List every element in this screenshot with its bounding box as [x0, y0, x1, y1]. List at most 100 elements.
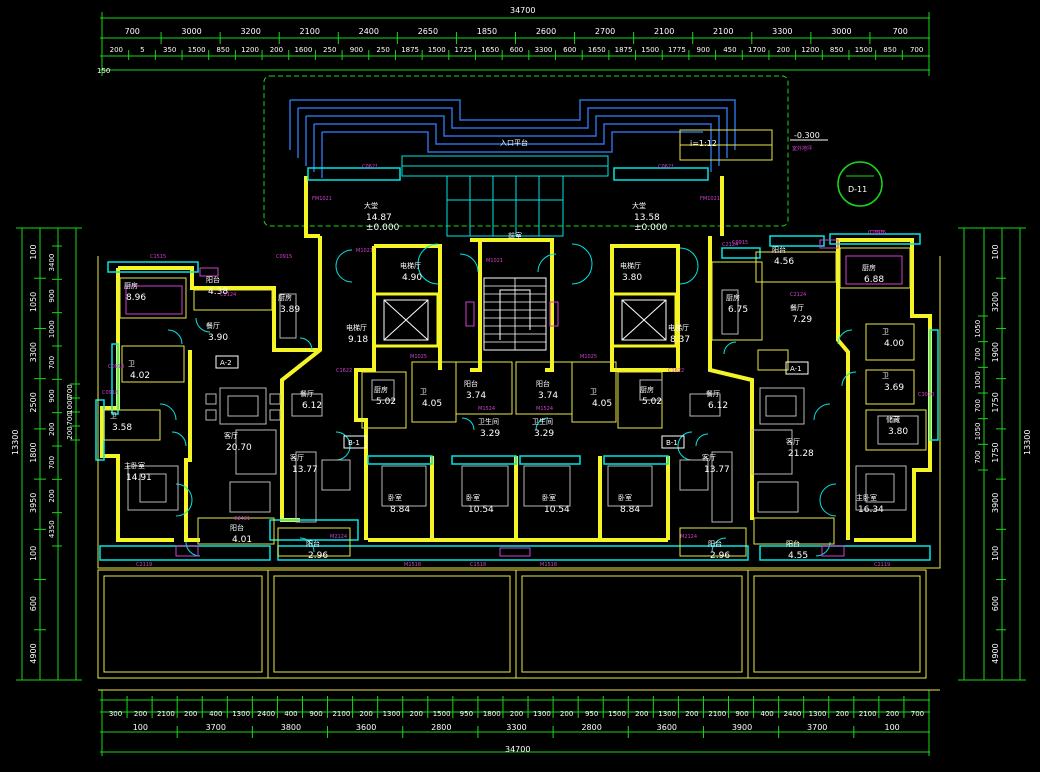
room-area: 3.58 — [112, 423, 132, 433]
dimension-value: 600 — [29, 596, 38, 611]
room-level: ±0.000 — [366, 223, 400, 233]
dimension-value: 3800 — [281, 723, 301, 732]
dimension-value: 3200 — [991, 292, 1000, 312]
dimension-value: 2600 — [536, 27, 556, 36]
room-name: 餐厅 — [300, 389, 314, 398]
dimension-value: 1500 — [608, 710, 626, 718]
dimension-value: 3300 — [29, 342, 38, 362]
dimension-value: 4900 — [991, 643, 1000, 663]
room-area: 13.77 — [704, 465, 730, 475]
elevation-label: -0.300 — [794, 131, 820, 140]
room-name: 卧室 — [466, 493, 480, 502]
opening-tag: M1518 — [404, 562, 421, 568]
dimension-value: 100 — [29, 244, 38, 259]
dimension-value: 200 — [777, 46, 790, 54]
room-name: 阳台 — [230, 523, 244, 532]
opening-tag: C1515 — [150, 254, 166, 260]
opening-tag: C1515 — [870, 230, 886, 236]
unit-markers: A-2 B-1 B-1 A-1 — [215, 355, 809, 449]
dimension-value: 850 — [883, 46, 896, 54]
elevator-cores — [372, 277, 678, 351]
dimension-value: 1000 — [66, 396, 74, 414]
dimension-value: 3600 — [356, 723, 376, 732]
dimension-value: 3000 — [831, 27, 851, 36]
opening-tag: C3030 — [918, 392, 934, 398]
dimension-value: 600 — [991, 596, 1000, 611]
room-name: 主卧室 — [856, 493, 877, 502]
dimension-value: 3950 — [29, 493, 38, 513]
dimension-value: 3200 — [240, 27, 260, 36]
dimension-value: 900 — [735, 710, 748, 718]
total-width-bottom: 34700 — [505, 745, 530, 754]
dimension-value: 1800 — [483, 710, 501, 718]
room-name: 卧室 — [618, 493, 632, 502]
opening-tag: M1025 — [410, 354, 427, 360]
dimension-value: 200 — [359, 710, 372, 718]
dimension-value: 1300 — [658, 710, 676, 718]
opening-tag: C1622 — [336, 368, 352, 374]
room-name: 客厅 — [702, 453, 716, 462]
dimension-value: 1050 — [974, 422, 982, 440]
dimension-value: 900 — [697, 46, 710, 54]
room-name: 卫 — [128, 360, 135, 368]
room-name: 卫生间 — [478, 417, 499, 426]
dimension-value: 600 — [563, 46, 576, 54]
opening-tag: C0918 — [108, 364, 124, 370]
room-area: 3.89 — [280, 305, 300, 315]
dimension-value: 1000 — [48, 320, 56, 338]
dimension-value: 200 — [184, 710, 197, 718]
dimension-value: 1300 — [533, 710, 551, 718]
room-name: 电梯厅 — [620, 261, 641, 270]
opening-tag: C1518 — [470, 562, 486, 568]
room-name: 电梯厅 — [400, 261, 421, 270]
dimension-value: 350 — [163, 46, 176, 54]
dimension-value: 2100 — [859, 710, 877, 718]
dimension-value: 950 — [460, 710, 473, 718]
room-area: 10.54 — [468, 505, 494, 515]
room-area: 8.84 — [620, 505, 640, 515]
opening-tag: M2124 — [680, 534, 697, 540]
room-name: 客厅 — [290, 453, 304, 462]
dimension-value: 950 — [585, 710, 598, 718]
dimension-value: 1650 — [588, 46, 606, 54]
room-name: 餐厅 — [706, 389, 720, 398]
dimension-value: 2800 — [581, 723, 601, 732]
dimension-value: 100 — [885, 723, 900, 732]
dimension-value: 2100 — [654, 27, 674, 36]
dimension-value: 400 — [209, 710, 222, 718]
dimension-value: 2400 — [784, 710, 802, 718]
room-area: 5.02 — [376, 397, 396, 407]
dimension-value: 200 — [134, 710, 147, 718]
total-height-right: 13300 — [1023, 430, 1032, 455]
room-area: 8.84 — [390, 505, 410, 515]
dimension-value: 700 — [974, 399, 982, 412]
dimension-value: 1500 — [188, 46, 206, 54]
dimension-value: 900 — [350, 46, 363, 54]
opening-tag: M1025 — [580, 354, 597, 360]
dimension-value: 200 — [270, 46, 283, 54]
room-area: 3.80 — [888, 427, 908, 437]
dimension-value: 1500 — [855, 46, 873, 54]
dimension-value: 1650 — [481, 46, 499, 54]
opening-tag: C2124 — [790, 292, 806, 298]
room-name: 厨房 — [374, 385, 388, 394]
doors — [159, 243, 857, 557]
dimension-value: 1500 — [433, 710, 451, 718]
opening-tag: M1021 — [486, 258, 503, 264]
dimension-left: 13300 100105033002500180039501006004900 … — [11, 227, 82, 681]
opening-tag: C0918 — [102, 390, 118, 396]
room-area: 2.96 — [308, 551, 328, 561]
opening-tag: C0915 — [276, 254, 292, 260]
dimension-value: 100 — [991, 546, 1000, 561]
dimension-value: 200 — [685, 710, 698, 718]
entrance-label: 入口平台 — [500, 138, 528, 147]
dimension-value: 1300 — [232, 710, 250, 718]
dimension-value: 2100 — [713, 27, 733, 36]
dimension-value: 100 — [991, 244, 1000, 259]
room-level: ±0.000 — [634, 223, 668, 233]
room-area: 9.18 — [348, 335, 368, 345]
dimension-value: 100 — [29, 546, 38, 561]
